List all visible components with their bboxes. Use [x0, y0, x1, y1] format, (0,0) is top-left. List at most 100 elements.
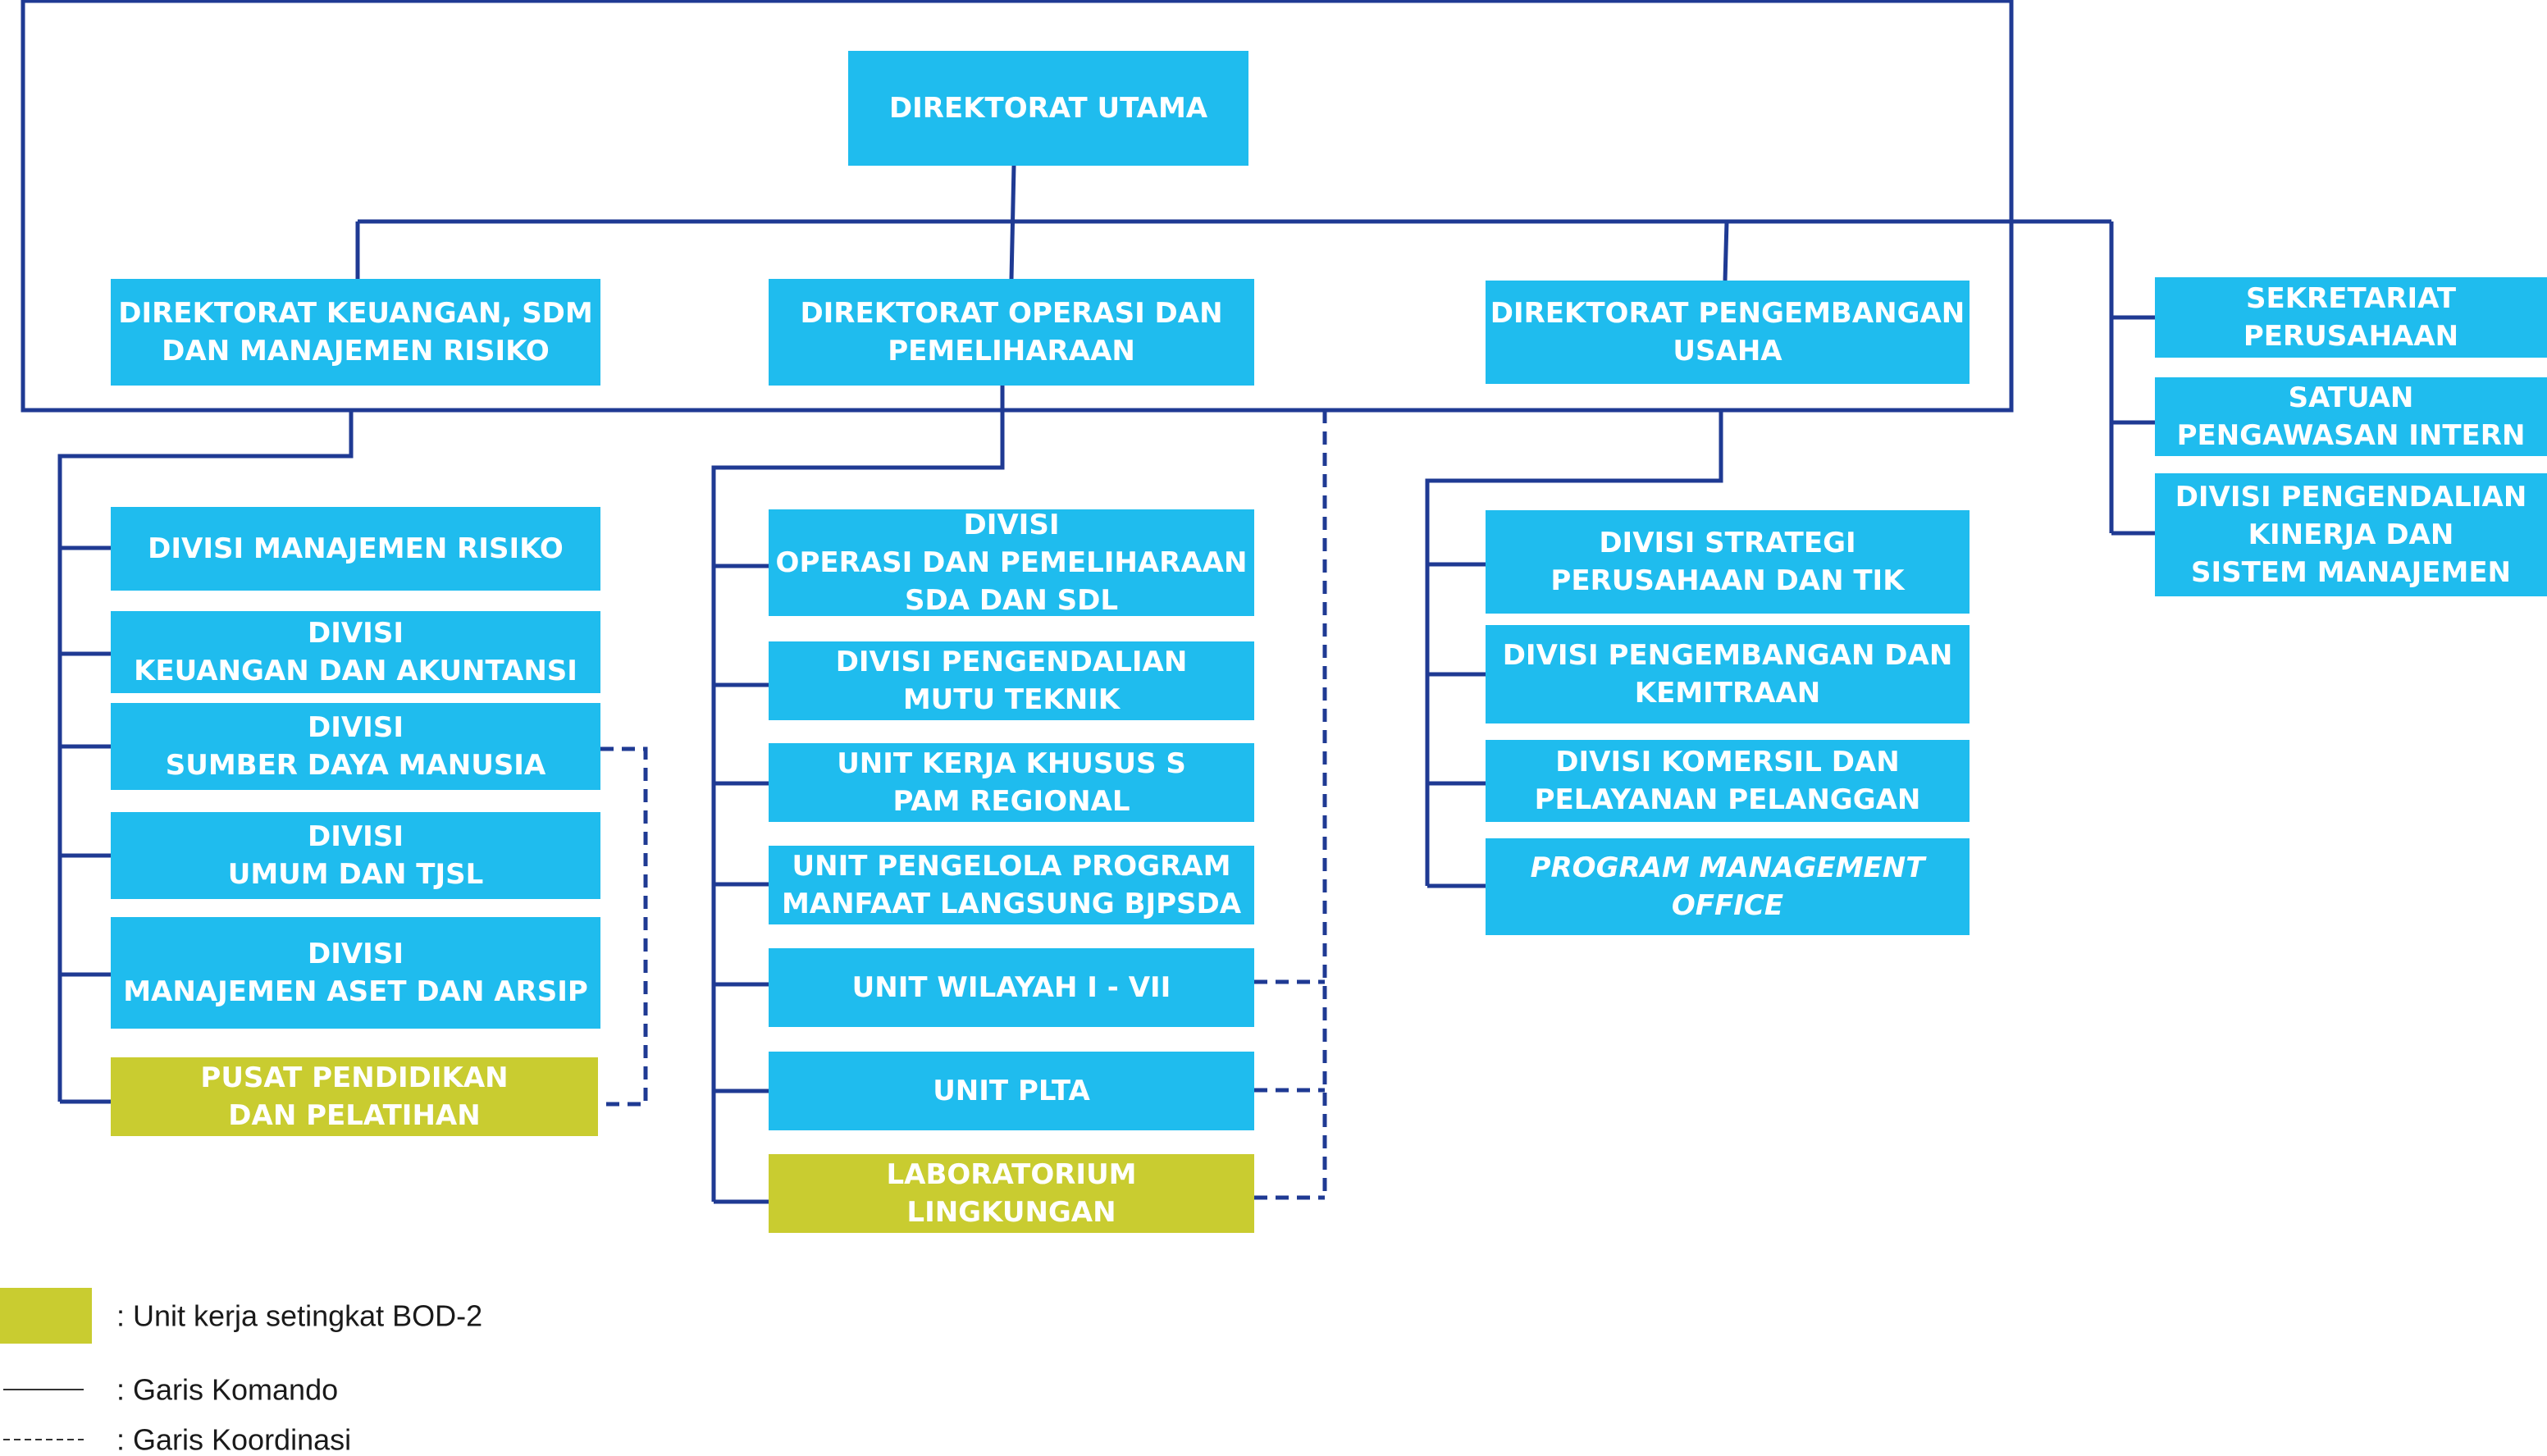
box-unit-kerja-khusus-spam-regional-bg: [769, 743, 1254, 822]
box-divisi-pengendalian-kinerja-bg: [2155, 473, 2547, 596]
box-direktorat-operasi-pemeliharaan: DIREKTORAT OPERASI DAN PEMELIHARAAN: [769, 279, 1254, 386]
box-program-management-office-bg: [1486, 838, 1970, 935]
command-line-16: [711, 386, 1005, 1202]
box-divisi-pengendalian-kinerja-line-0: DIVISI PENGENDALIAN: [2175, 481, 2527, 513]
box-satuan-pengawasan-intern: SATUAN PENGAWASAN INTERN: [2155, 377, 2547, 456]
legend-label-0: : Unit kerja setingkat BOD-2: [116, 1299, 482, 1333]
coordination-line-0: [600, 746, 648, 1107]
box-divisi-operasi-pemeliharaan-sda-sdl-bg: [769, 509, 1254, 616]
box-divisi-manajemen-aset-arsip-bg: [111, 917, 600, 1029]
box-divisi-sdm-line-1: SUMBER DAYA MANUSIA: [166, 749, 546, 782]
legend-swatch-bod2: [0, 1288, 92, 1344]
box-unit-kerja-khusus-spam-regional: UNIT KERJA KHUSUS S PAM REGIONAL: [769, 743, 1254, 822]
box-divisi-umum-tjsl-line-1: UMUM DAN TJSL: [228, 858, 484, 891]
box-divisi-umum-tjsl-bg: [111, 812, 600, 899]
box-divisi-manajemen-risiko-line-0: DIVISI MANAJEMEN RISIKO: [148, 532, 564, 565]
command-line-2: [1009, 165, 1016, 280]
box-satuan-pengawasan-intern-bg: [2155, 377, 2547, 456]
box-divisi-pengembangan-kemitraan: DIVISI PENGEMBANGAN DAN KEMITRAAN: [1486, 625, 1970, 723]
box-divisi-pengembangan-kemitraan-line-0: DIVISI PENGEMBANGAN DAN: [1503, 639, 1953, 672]
box-direktorat-pengembangan-usaha-line-1: USAHA: [1673, 335, 1782, 367]
box-unit-kerja-khusus-spam-regional-line-0: UNIT KERJA KHUSUS S: [837, 747, 1186, 780]
box-divisi-pengendalian-kinerja-line-2: SISTEM MANAJEMEN: [2191, 556, 2511, 589]
box-divisi-sdm-bg: [111, 703, 600, 790]
box-divisi-keuangan-akuntansi-line-1: KEUANGAN DAN AKUNTANSI: [134, 655, 577, 687]
box-direktorat-pengembangan-usaha-bg: [1486, 281, 1970, 384]
box-divisi-operasi-pemeliharaan-sda-sdl-line-0: DIVISI: [964, 509, 1060, 541]
box-direktorat-pengembangan-usaha-line-0: DIREKTORAT PENGEMBANGAN: [1490, 297, 1965, 330]
box-direktorat-utama: DIREKTORAT UTAMA: [848, 51, 1248, 166]
command-line-24: [1425, 410, 1723, 886]
box-divisi-strategi-perusahaan-tik-line-1: PERUSAHAAN DAN TIK: [1550, 564, 1906, 597]
box-divisi-pengendalian-mutu-teknik-line-0: DIVISI PENGENDALIAN: [836, 646, 1188, 678]
box-direktorat-utama-bg: [848, 51, 1248, 166]
legend-label-2: : Garis Koordinasi: [116, 1423, 351, 1456]
box-divisi-manajemen-aset-arsip: DIVISI MANAJEMEN ASET DAN ARSIP: [111, 917, 600, 1029]
box-divisi-sdm-line-0: DIVISI: [308, 711, 404, 744]
legend: : Unit kerja setingkat BOD-2 : Garis Koma…: [0, 1288, 482, 1456]
box-divisi-keuangan-akuntansi: DIVISI KEUANGAN DAN AKUNTANSI: [111, 611, 600, 693]
box-divisi-manajemen-aset-arsip-line-0: DIVISI: [308, 938, 404, 970]
box-direktorat-operasi-pemeliharaan-bg: [769, 279, 1254, 386]
box-divisi-komersil-pelayanan-line-0: DIVISI KOMERSIL DAN: [1555, 746, 1899, 778]
box-direktorat-utama-line-0: DIREKTORAT UTAMA: [889, 92, 1208, 125]
box-pusat-pendidikan-pelatihan-line-1: DAN PELATIHAN: [228, 1099, 480, 1132]
box-laboratorium-lingkungan-line-0: LABORATORIUM: [886, 1158, 1136, 1191]
box-divisi-strategi-perusahaan-tik: DIVISI STRATEGI PERUSAHAAN DAN TIK: [1486, 510, 1970, 614]
connector-lines: [21, 0, 2155, 1204]
box-direktorat-keuangan-sdm-risiko-bg: [111, 279, 600, 386]
box-unit-wilayah: UNIT WILAYAH I - VII: [769, 948, 1254, 1027]
box-divisi-keuangan-akuntansi-bg: [111, 611, 600, 693]
box-unit-wilayah-line-0: UNIT WILAYAH I - VII: [852, 971, 1171, 1004]
box-satuan-pengawasan-intern-line-1: PENGAWASAN INTERN: [2177, 419, 2526, 452]
box-divisi-umum-tjsl: DIVISI UMUM DAN TJSL: [111, 812, 600, 899]
box-laboratorium-lingkungan-line-1: LINGKUNGAN: [906, 1196, 1116, 1229]
box-unit-plta-bg: [769, 1052, 1254, 1130]
box-pusat-pendidikan-pelatihan-bg: [111, 1057, 598, 1136]
box-divisi-pengembangan-kemitraan-bg: [1486, 625, 1970, 723]
box-divisi-operasi-pemeliharaan-sda-sdl-line-1: OPERASI DAN PEMELIHARAAN: [776, 546, 1248, 579]
box-unit-plta-line-0: UNIT PLTA: [933, 1075, 1090, 1107]
box-satuan-pengawasan-intern-line-0: SATUAN: [2289, 381, 2414, 414]
command-line-0: [21, 0, 2014, 413]
legend-label-1: : Garis Komando: [116, 1373, 338, 1407]
box-divisi-manajemen-aset-arsip-line-1: MANAJEMEN ASET DAN ARSIP: [123, 975, 588, 1008]
box-unit-pengelola-program-bjpsda-line-1: MANFAAT LANGSUNG BJPSDA: [782, 888, 1242, 920]
box-unit-wilayah-bg: [769, 948, 1254, 1027]
box-unit-kerja-khusus-spam-regional-line-1: PAM REGIONAL: [892, 785, 1130, 818]
box-divisi-umum-tjsl-line-0: DIVISI: [308, 820, 404, 853]
box-unit-pengelola-program-bjpsda-bg: [769, 846, 1254, 924]
box-divisi-pengembangan-kemitraan-line-1: KEMITRAAN: [1635, 677, 1821, 710]
box-unit-pengelola-program-bjpsda-line-0: UNIT PENGELOLA PROGRAM: [792, 850, 1231, 883]
box-unit-plta: UNIT PLTA: [769, 1052, 1254, 1130]
box-divisi-operasi-pemeliharaan-sda-sdl-line-2: SDA DAN SDL: [905, 584, 1118, 617]
box-divisi-manajemen-risiko-bg: [111, 507, 600, 591]
box-divisi-strategi-perusahaan-tik-bg: [1486, 510, 1970, 614]
box-sekretariat-perusahaan-line-0: SEKRETARIAT: [2246, 282, 2457, 315]
box-direktorat-keuangan-sdm-risiko-line-0: DIREKTORAT KEUANGAN, SDM: [118, 297, 592, 330]
box-direktorat-pengembangan-usaha: DIREKTORAT PENGEMBANGAN USAHA: [1486, 281, 1970, 384]
box-divisi-strategi-perusahaan-tik-line-0: DIVISI STRATEGI: [1599, 527, 1855, 559]
unit-boxes: DIREKTORAT UTAMA DIREKTORAT KEUANGAN, SDM…: [111, 51, 2547, 1233]
box-divisi-operasi-pemeliharaan-sda-sdl: DIVISI OPERASI DAN PEMELIHARAAN SDA DAN SD…: [769, 509, 1254, 617]
command-line-4: [1723, 221, 1729, 281]
box-direktorat-keuangan-sdm-risiko-line-1: DAN MANAJEMEN RISIKO: [162, 335, 550, 367]
box-divisi-pengendalian-mutu-teknik-bg: [769, 641, 1254, 720]
box-direktorat-operasi-pemeliharaan-line-0: DIREKTORAT OPERASI DAN: [800, 297, 1222, 330]
box-divisi-keuangan-akuntansi-line-0: DIVISI: [308, 617, 404, 650]
box-divisi-sdm: DIVISI SUMBER DAYA MANUSIA: [111, 703, 600, 790]
box-sekretariat-perusahaan-bg: [2155, 277, 2547, 358]
box-laboratorium-lingkungan-bg: [769, 1154, 1254, 1233]
box-laboratorium-lingkungan: LABORATORIUM LINGKUNGAN: [769, 1154, 1254, 1233]
box-divisi-komersil-pelayanan-bg: [1486, 740, 1970, 822]
box-direktorat-operasi-pemeliharaan-line-1: PEMELIHARAAN: [888, 335, 1135, 367]
box-unit-pengelola-program-bjpsda: UNIT PENGELOLA PROGRAM MANFAAT LANGSUNG B…: [769, 846, 1254, 924]
box-divisi-pengendalian-mutu-teknik-line-1: MUTU TEKNIK: [903, 683, 1121, 716]
command-line-9: [57, 410, 354, 1102]
box-divisi-pengendalian-mutu-teknik: DIVISI PENGENDALIAN MUTU TEKNIK: [769, 641, 1254, 720]
box-divisi-manajemen-risiko: DIVISI MANAJEMEN RISIKO: [111, 507, 600, 591]
